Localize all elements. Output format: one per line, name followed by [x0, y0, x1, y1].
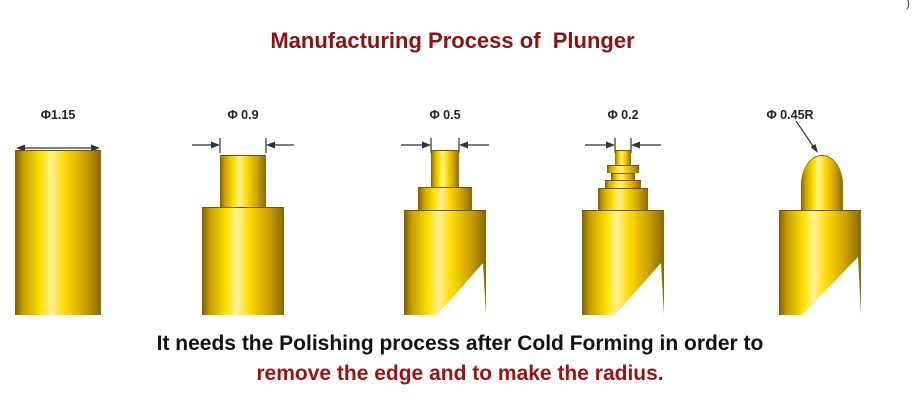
plunger-stage-4: Φ 0.2 [563, 105, 683, 320]
plunger-stage-2: Φ 0.9 [180, 105, 306, 320]
plunger-shoulder [598, 188, 648, 210]
chamfer-cut [802, 254, 861, 315]
coined-ridge [607, 165, 639, 173]
plunger-shoulder [418, 187, 472, 210]
radius-pointer-arrow-icon [795, 120, 818, 153]
plunger-body [404, 210, 486, 315]
dimension-label: Φ 0.9 [227, 108, 259, 122]
plunger-body [582, 210, 664, 315]
plunger-body [779, 210, 861, 315]
dimension-arrows-icon [16, 144, 100, 152]
dimension-label: Φ 0.45R [766, 108, 814, 122]
chamfer-cut [437, 260, 486, 315]
coined-ridge [611, 173, 635, 180]
coined-ridge [605, 180, 641, 188]
dimension-label: Φ1.15 [40, 108, 76, 122]
caption-line-1: It needs the Polishing process after Col… [156, 332, 764, 355]
plunger-stage-1: Φ1.15 [15, 105, 101, 320]
diagram-title: Manufacturing Process of Plunger [270, 28, 635, 53]
corner-artifact: ) [906, 0, 910, 10]
caption-line-2: remove the edge and to make the radius. [256, 362, 664, 385]
radius-dome-tip [801, 155, 843, 210]
plunger-stage-5: Φ 0.45R [760, 105, 880, 320]
dimension-label: Φ 0.2 [607, 108, 639, 122]
chamfer-cut [615, 260, 664, 315]
plunger-stage-3: Φ 0.5 [385, 105, 505, 320]
plunger-tip [431, 150, 459, 187]
dimension-arrows-icon [192, 138, 294, 153]
plunger-body [202, 207, 284, 315]
plunger-tip [615, 150, 631, 165]
plunger-tip [220, 155, 266, 207]
plunger-body [15, 150, 101, 315]
dimension-label: Φ 0.5 [429, 108, 461, 122]
